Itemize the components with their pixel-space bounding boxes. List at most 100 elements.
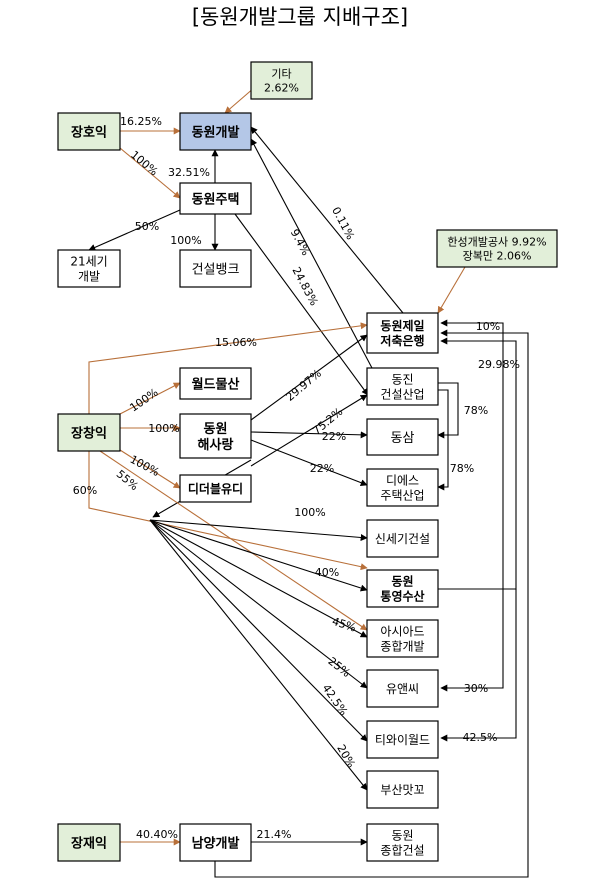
node-box bbox=[179, 112, 252, 151]
node-label: 동진 bbox=[391, 373, 413, 387]
node-box bbox=[179, 367, 252, 400]
node-label: 동원 bbox=[391, 575, 413, 589]
edge-label-jeil-dg: 0.11% bbox=[329, 205, 357, 242]
node-dongsam: 동삼 bbox=[366, 418, 439, 456]
edge-hub-busan bbox=[149, 519, 368, 791]
node-busan: 부산맛꼬 bbox=[366, 770, 439, 809]
edge-label-hub-tiwai: 42.5% bbox=[320, 682, 351, 718]
node-label: 신세기건설 bbox=[375, 532, 430, 546]
node-box bbox=[250, 61, 313, 100]
node-label: 해사랑 bbox=[198, 437, 234, 453]
node-dongwon-gaebal: 동원개발 bbox=[179, 112, 252, 151]
node-label: 종합건설 bbox=[380, 844, 424, 858]
edge-hs-dieseu bbox=[250, 439, 368, 486]
node-label: 건설뱅크 bbox=[192, 263, 240, 278]
edge-label-hub-yuanssi: 25% bbox=[326, 655, 353, 680]
edge-label-dongjin-dg: 9.4% bbox=[288, 227, 313, 258]
edge-cj-asiad bbox=[99, 450, 368, 631]
node-label: 개발 bbox=[78, 270, 100, 284]
node-box bbox=[366, 770, 439, 809]
edge-dwd-dongjin bbox=[250, 394, 368, 467]
node-label: 부산맛꼬 bbox=[380, 783, 424, 797]
edge-dj-dongjin bbox=[234, 213, 369, 396]
edge-label-tong-jeil: 10% bbox=[476, 320, 500, 333]
node-box bbox=[57, 823, 121, 862]
node-didubeulyudi: 디더블유디 bbox=[179, 474, 252, 503]
edge-label-cj-world: 100% bbox=[127, 386, 160, 415]
edge-ny-jeil bbox=[214, 329, 529, 878]
node-label: 장호익 bbox=[71, 125, 107, 141]
node-label: 통영수산 bbox=[380, 589, 424, 604]
edge-dj-21 bbox=[88, 209, 181, 251]
node-label: 동원 bbox=[391, 829, 413, 843]
edge-label-hub-tongyeong: 40% bbox=[315, 566, 339, 579]
edge-label-dongjin-dongsam: 78% bbox=[464, 404, 488, 417]
edge-cj-world bbox=[119, 382, 181, 415]
edge-hub-sinsegi bbox=[149, 519, 368, 541]
node-box bbox=[179, 474, 252, 503]
edge-dongjin-dg bbox=[250, 138, 373, 369]
edge-label-hub-busan: 20% bbox=[334, 742, 357, 770]
node-hansung: 한성개발공사 9.92%장복만 2.06% bbox=[436, 229, 558, 268]
node-box bbox=[57, 413, 121, 452]
edge-label-jj-namyang: 40.40% bbox=[136, 828, 178, 841]
node-label: 장창익 bbox=[71, 426, 107, 442]
node-label: 한성개발공사 9.92% bbox=[447, 236, 546, 249]
node-label: 주택산업 bbox=[380, 489, 424, 503]
edge-label-cj-tongyeong: 60% bbox=[73, 484, 97, 497]
node-box bbox=[57, 249, 121, 288]
node-label: 장재익 bbox=[71, 836, 107, 852]
node-label: 장복만 2.06% bbox=[463, 250, 532, 263]
edge-tong-tiwai bbox=[440, 589, 517, 742]
edge-label-cj-hs: 100% bbox=[148, 422, 179, 435]
edge-cj-dwd bbox=[119, 449, 181, 489]
edge-label-dongjin-dieseu: 78% bbox=[450, 462, 474, 475]
node-label: 21세기 bbox=[70, 255, 107, 269]
node-label: 건설산업 bbox=[380, 388, 424, 402]
node-label: 월드물산 bbox=[192, 377, 240, 393]
edge-label-cj-asiad: 55% bbox=[114, 467, 141, 493]
edge-label-dj-dg: 32.51% bbox=[168, 166, 210, 179]
node-tiwai: 티와이월드 bbox=[366, 720, 439, 759]
edge-label-ny-jonghap: 21.4% bbox=[257, 828, 292, 841]
node-box bbox=[366, 312, 439, 354]
node-box bbox=[366, 418, 439, 456]
node-label: 디에스 bbox=[386, 474, 419, 488]
edge-label-dj-21: 50% bbox=[135, 220, 159, 233]
node-box bbox=[366, 720, 439, 759]
node-label: 2.62% bbox=[264, 82, 299, 95]
edge-label-jh-dj: 100% bbox=[128, 148, 160, 178]
edge-hub-tiwai bbox=[149, 519, 368, 742]
node-label: 종합개발 bbox=[380, 640, 424, 654]
node-label: 저축은행 bbox=[380, 333, 424, 348]
edge-label-hub-asiad: 45% bbox=[330, 615, 357, 635]
edge-label-cj-jeil: 15.06% bbox=[215, 336, 257, 349]
edge-label-hs-jeil: 29.97% bbox=[284, 367, 324, 404]
edge-label-dj-dongjin: 24.83% bbox=[290, 265, 321, 308]
edge-hub-yuanssi bbox=[149, 519, 368, 689]
edge-label-dj-bank: 100% bbox=[170, 234, 201, 247]
ownership-edges bbox=[88, 80, 529, 878]
node-label: 동원제일 bbox=[380, 319, 424, 333]
edge-jh-dj bbox=[119, 147, 181, 199]
node-box bbox=[366, 823, 439, 862]
edge-jeil-dg bbox=[250, 126, 404, 314]
edge-cj-jeil bbox=[88, 322, 368, 414]
edge-dongjin-dieseu bbox=[437, 389, 449, 491]
node-box bbox=[366, 468, 439, 507]
edge-label-hub-sinsegi: 100% bbox=[294, 506, 325, 519]
node-box bbox=[57, 112, 121, 151]
node-jang-jaeik: 장재익 bbox=[57, 823, 121, 862]
node-dongwon-jutaek: 동원주택 bbox=[179, 182, 252, 215]
node-geonseol-bank: 건설뱅크 bbox=[179, 249, 252, 288]
edge-label-tong-jeil2: 29.98% bbox=[478, 358, 520, 371]
node-label: 동원주택 bbox=[192, 192, 240, 208]
edge-hs-dongsam bbox=[250, 431, 368, 439]
node-namyang: 남양개발 bbox=[179, 823, 252, 862]
